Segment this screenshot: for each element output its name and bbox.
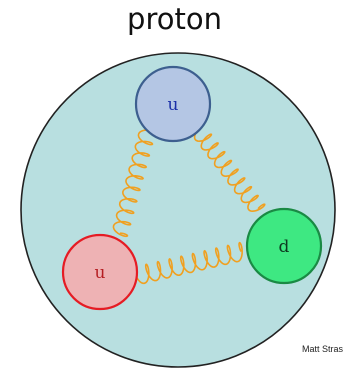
quark-label: u [168,95,179,115]
quark-down-right: d [247,209,321,283]
image-credit: Matt Stras [302,344,349,354]
quark-label: d [279,237,290,257]
quark-label: u [95,263,106,283]
quark-up-top: u [136,67,210,141]
quark-up-left: u [63,235,137,309]
